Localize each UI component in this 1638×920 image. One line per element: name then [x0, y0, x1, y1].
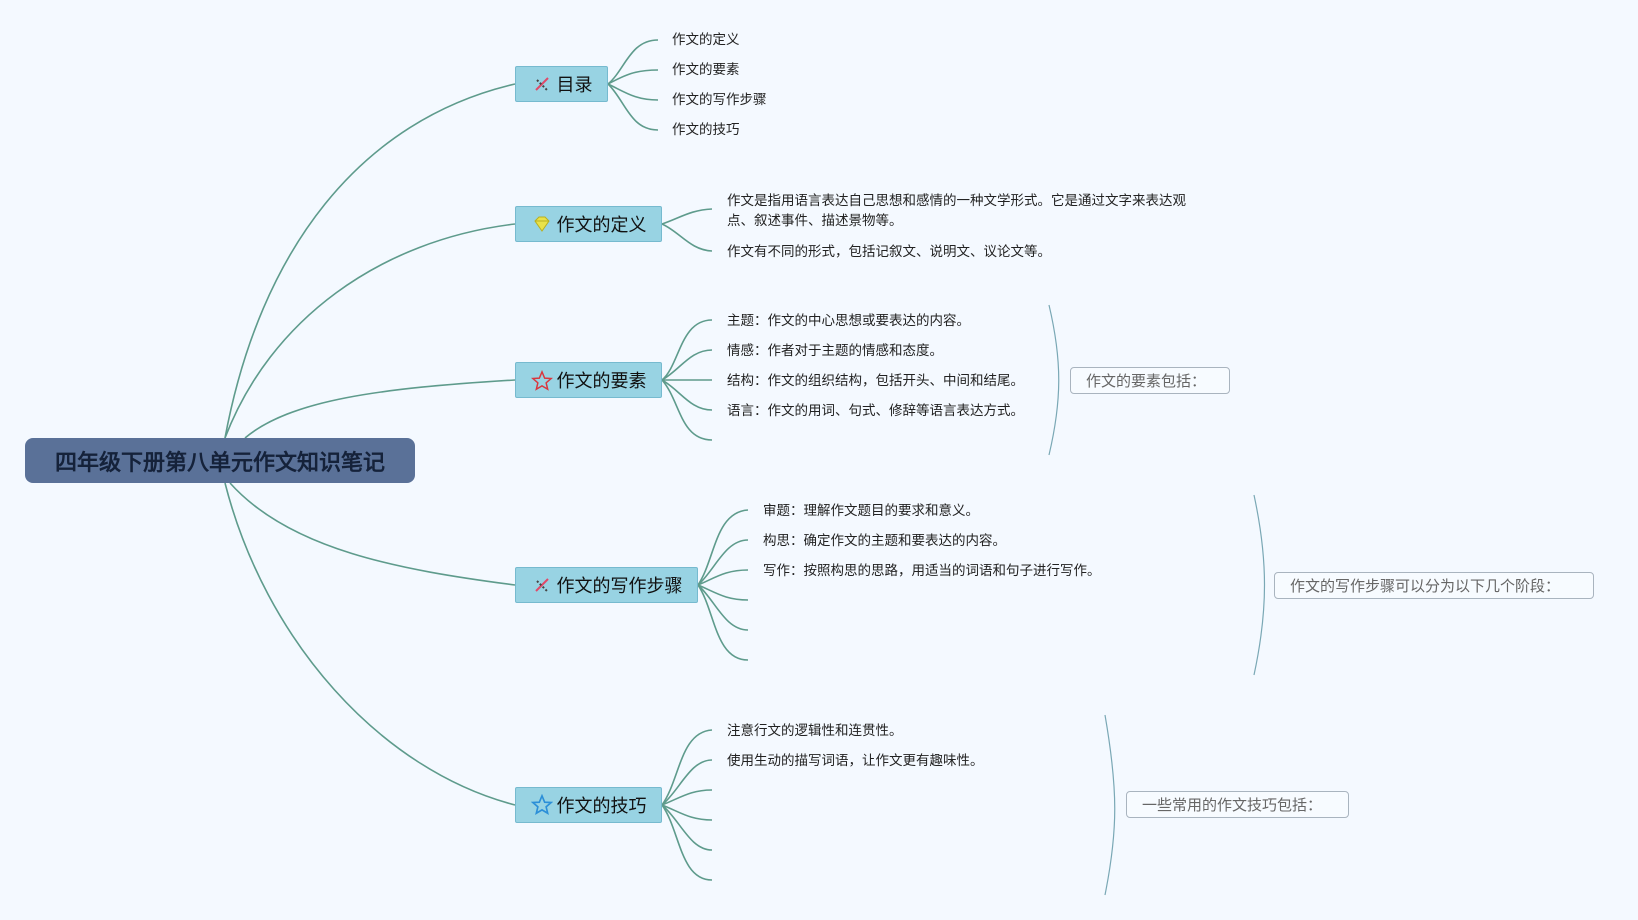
- gem-icon: [531, 213, 553, 235]
- elements-item-structure[interactable]: 结构：作文的组织结构，包括开头、中间和结尾。: [727, 373, 1024, 389]
- techniques-item-logic[interactable]: 注意行文的逻辑性和连贯性。: [727, 723, 903, 739]
- topic-definition[interactable]: 作文的定义: [515, 206, 662, 242]
- toc-item-definition[interactable]: 作文的定义: [672, 32, 740, 48]
- steps-summary[interactable]: 作文的写作步骤可以分为以下几个阶段：: [1274, 572, 1594, 599]
- topic-toc-label: 目录: [556, 75, 593, 96]
- connector-root-techniques: [224, 482, 516, 806]
- toc-item-techniques[interactable]: 作文的技巧: [672, 122, 740, 138]
- topic-techniques[interactable]: 作文的技巧: [515, 787, 662, 823]
- elements-item-theme[interactable]: 主题：作文的中心思想或要表达的内容。: [727, 313, 970, 329]
- definition-item-2[interactable]: 作文有不同的形式，包括记叙文、说明文、议论文等。: [727, 244, 1051, 260]
- connector-root-steps: [229, 482, 516, 586]
- topic-techniques-label: 作文的技巧: [556, 796, 647, 817]
- elements-item-language[interactable]: 语言：作文的用词、句式、修辞等语言表达方式。: [727, 403, 1024, 419]
- topic-steps[interactable]: 作文的写作步骤: [515, 567, 698, 603]
- connector-root-definition: [224, 223, 516, 439]
- elements-item-emotion[interactable]: 情感：作者对于主题的情感和态度。: [727, 343, 943, 359]
- toc-item-steps[interactable]: 作文的写作步骤: [672, 92, 767, 108]
- techniques-summary[interactable]: 一些常用的作文技巧包括：: [1126, 791, 1349, 818]
- definition-item-1[interactable]: 作文是指用语言表达自己思想和感情的一种文学形式。它是通过文字来表达观点、叙述事件…: [727, 193, 1186, 229]
- steps-item-plan[interactable]: 构思：确定作文的主题和要表达的内容。: [763, 533, 1006, 549]
- steps-item-review[interactable]: 审题：理解作文题目的要求和意义。: [763, 503, 979, 519]
- topic-toc[interactable]: 目录: [515, 66, 608, 102]
- toc-item-elements[interactable]: 作文的要素: [672, 62, 740, 78]
- root-topic[interactable]: 四年级下册第八单元作文知识笔记: [25, 438, 415, 483]
- star-outline-red-icon: [530, 369, 553, 391]
- steps-summary-label: 作文的写作步骤可以分为以下几个阶段：: [1290, 577, 1561, 595]
- topic-definition-label: 作文的定义: [556, 215, 647, 236]
- root-title: 四年级下册第八单元作文知识笔记: [54, 450, 385, 476]
- star-outline-blue-icon: [530, 794, 553, 816]
- techniques-summary-label: 一些常用的作文技巧包括：: [1142, 796, 1323, 814]
- techniques-item-vivid[interactable]: 使用生动的描写词语，让作文更有趣味性。: [727, 753, 984, 769]
- connector-root-toc: [224, 83, 516, 439]
- topic-elements-label: 作文的要素: [556, 371, 647, 392]
- pencil-ruler-icon: [531, 73, 553, 95]
- topic-elements[interactable]: 作文的要素: [515, 362, 662, 398]
- topic-steps-label: 作文的写作步骤: [556, 576, 683, 597]
- connector-root-elements: [244, 379, 516, 439]
- elements-summary[interactable]: 作文的要素包括：: [1070, 367, 1230, 394]
- steps-item-write[interactable]: 写作：按照构思的思路，用适当的词语和句子进行写作。: [763, 563, 1101, 579]
- pencil-ruler-icon: [531, 574, 553, 596]
- elements-summary-label: 作文的要素包括：: [1086, 372, 1207, 390]
